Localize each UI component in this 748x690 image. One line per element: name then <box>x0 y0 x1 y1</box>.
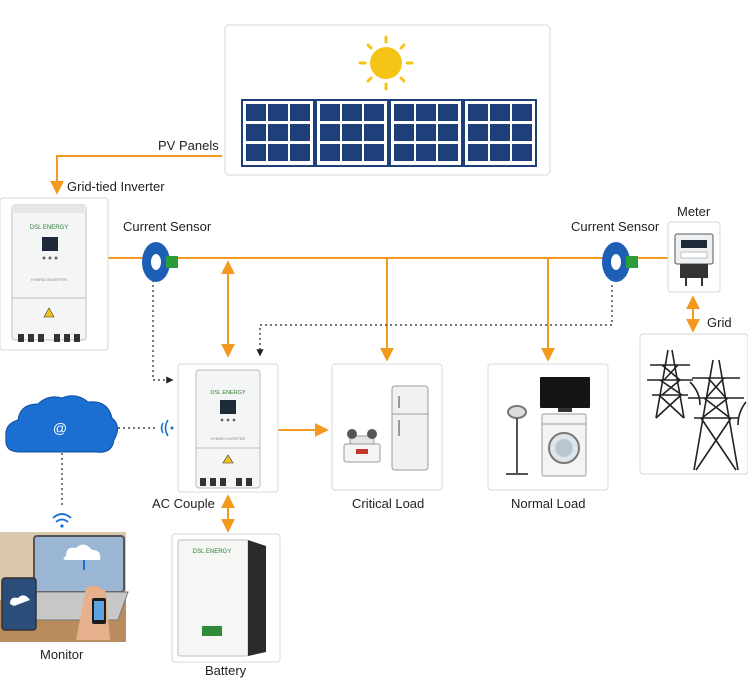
cloud-at-symbol: @ <box>53 420 67 436</box>
normal-load-label: Normal Load <box>511 496 585 511</box>
meter-group <box>667 221 721 293</box>
current-sensor-left-icon <box>142 242 178 282</box>
floor-lamp-icon <box>506 405 528 475</box>
ac-couple-group: DSL ENERGY HYBRID INVERTER <box>177 363 279 493</box>
pv-panels-label: PV Panels <box>158 138 219 153</box>
inverter-brand-text: DSL ENERGY <box>30 225 68 231</box>
solar-panel-2 <box>315 99 389 167</box>
battery-group: DSL ENERGY <box>171 533 281 663</box>
ac-couple-label: AC Couple <box>152 496 215 511</box>
grid-tied-inverter-label: Grid-tied Inverter <box>67 179 165 194</box>
ac-couple-model-text: HYBRID INVERTER <box>211 437 246 441</box>
right-sensor-comm-line <box>256 285 613 357</box>
warning-icon <box>43 307 55 318</box>
solar-panel-1 <box>241 99 315 167</box>
grid-label: Grid <box>707 315 732 330</box>
battery-screen <box>202 626 222 636</box>
monitor-label: Monitor <box>40 647 84 662</box>
meter-label: Meter <box>677 204 711 219</box>
grid-box <box>639 333 748 475</box>
transmission-tower-icon <box>647 349 747 471</box>
solar-panel-3 <box>389 99 463 167</box>
solar-panel-4 <box>463 99 537 167</box>
ac-couple-brand-text: DSL ENERGY <box>210 390 246 396</box>
grid-tied-inverter: DSL ENERGY HYBRID INVERTER <box>0 197 109 351</box>
television-icon <box>540 377 590 412</box>
ac-couple-warning-icon <box>222 454 234 464</box>
monitor-wifi-icon <box>52 513 72 528</box>
wifi-signal-icon <box>160 419 174 437</box>
power-wiring <box>50 155 700 533</box>
normal-load-group <box>487 363 609 491</box>
battery-label: Battery <box>205 663 247 678</box>
current-sensor-right-icon <box>602 242 638 282</box>
pv-panels-group <box>224 24 551 176</box>
inverter-display <box>42 237 58 251</box>
ac-couple-display <box>220 400 236 414</box>
monitor-image <box>0 532 129 642</box>
critical-load-label: Critical Load <box>352 496 424 511</box>
left-sensor-comm-line <box>152 280 174 384</box>
pv-to-inverter-line <box>50 155 222 195</box>
washing-machine-icon <box>541 413 587 477</box>
meter-icon <box>674 233 714 265</box>
communication-lines <box>61 280 613 508</box>
refrigerator-icon <box>391 385 429 471</box>
cloud-icon: @ <box>5 395 118 453</box>
current-sensor-left-label: Current Sensor <box>123 219 212 234</box>
grid-box-group <box>639 333 748 475</box>
battery-brand-text: DSL ENERGY <box>193 549 231 555</box>
sun-icon <box>358 35 414 91</box>
current-sensor-right-label: Current Sensor <box>571 219 660 234</box>
emergency-light-icon <box>343 429 381 463</box>
critical-load-group <box>331 363 443 491</box>
inverter-model-text: HYBRID INVERTER <box>31 277 67 282</box>
